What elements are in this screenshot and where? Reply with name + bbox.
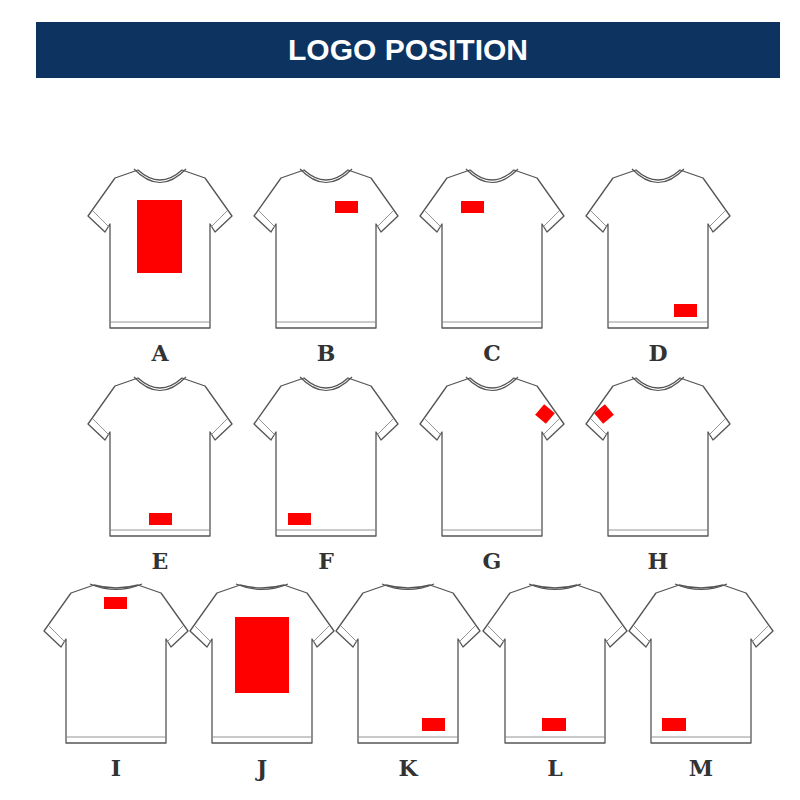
logo-area [288,513,311,525]
title-band: LOGO POSITION [36,22,780,78]
logo-area [662,718,686,731]
t-shirt [44,584,188,743]
shirt-seam [488,626,622,737]
shirt-collar [632,169,684,183]
position-letter: M [689,757,713,779]
t-shirt [88,169,232,328]
t-shirt [88,377,232,536]
t-shirt [336,584,480,743]
shirt-seam [591,211,725,322]
shirt-outline [586,378,730,536]
shirt-seam [425,211,559,322]
position-letter: C [483,342,501,364]
title: LOGO POSITION [288,33,528,67]
shirt-collar [382,584,434,590]
position-letter: B [317,342,336,364]
logo-area [542,718,566,731]
shirt-outline [483,585,627,743]
t-shirt [483,584,627,743]
logo-area [235,617,289,693]
position-letter: L [547,757,562,779]
shirt-collar [134,169,186,183]
position-letter: E [152,550,169,572]
shirt-seam [634,626,768,737]
position-letter: D [648,342,667,364]
shirt-collar [300,169,352,183]
shirt-collar [675,584,727,590]
position-letter: H [648,550,669,572]
position-letter: G [483,550,502,572]
shirt-seam [93,419,227,530]
shirt-collar [529,584,581,590]
t-shirt [190,584,334,743]
logo-area [137,200,182,273]
shirt-outline [254,170,398,328]
shirt-outline [336,585,480,743]
shirt-outline [420,378,564,536]
t-shirt [420,169,564,328]
shirt-outline [88,170,232,328]
shirt-outline [44,585,188,743]
shirt-outline [88,378,232,536]
shirt-outline [190,585,334,743]
shirt-collar [300,377,352,391]
logo-area [422,718,445,731]
logo-area [674,304,697,317]
shirt-seam [425,419,559,530]
t-shirt [586,169,730,328]
shirt-outline [420,170,564,328]
position-letter: F [318,550,334,572]
logo-area [594,404,614,424]
shirt-collar [236,584,288,590]
t-shirt [254,169,398,328]
position-letter: A [151,342,168,364]
shirt-outline [629,585,773,743]
shirt-outline [586,170,730,328]
logo-area [149,513,172,525]
position-letter: K [398,757,417,779]
logo-area [104,597,127,609]
shirt-seam [259,211,393,322]
t-shirt [254,377,398,536]
shirt-seam [341,626,475,737]
shirt-seam [259,419,393,530]
shirt-collar [90,584,142,590]
t-shirt [420,377,564,536]
shirt-collar [134,377,186,391]
shirt-seam [49,626,183,737]
shirt-outline [254,378,398,536]
t-shirt [586,377,730,536]
position-letter: J [257,757,267,779]
position-letter: I [111,757,121,779]
shirt-seam [591,419,725,530]
logo-area [535,404,555,424]
t-shirt [629,584,773,743]
shirt-collar [632,377,684,391]
logo-area [335,201,358,213]
logo-area [461,201,484,213]
shirt-collar [466,377,518,391]
shirt-collar [466,169,518,183]
